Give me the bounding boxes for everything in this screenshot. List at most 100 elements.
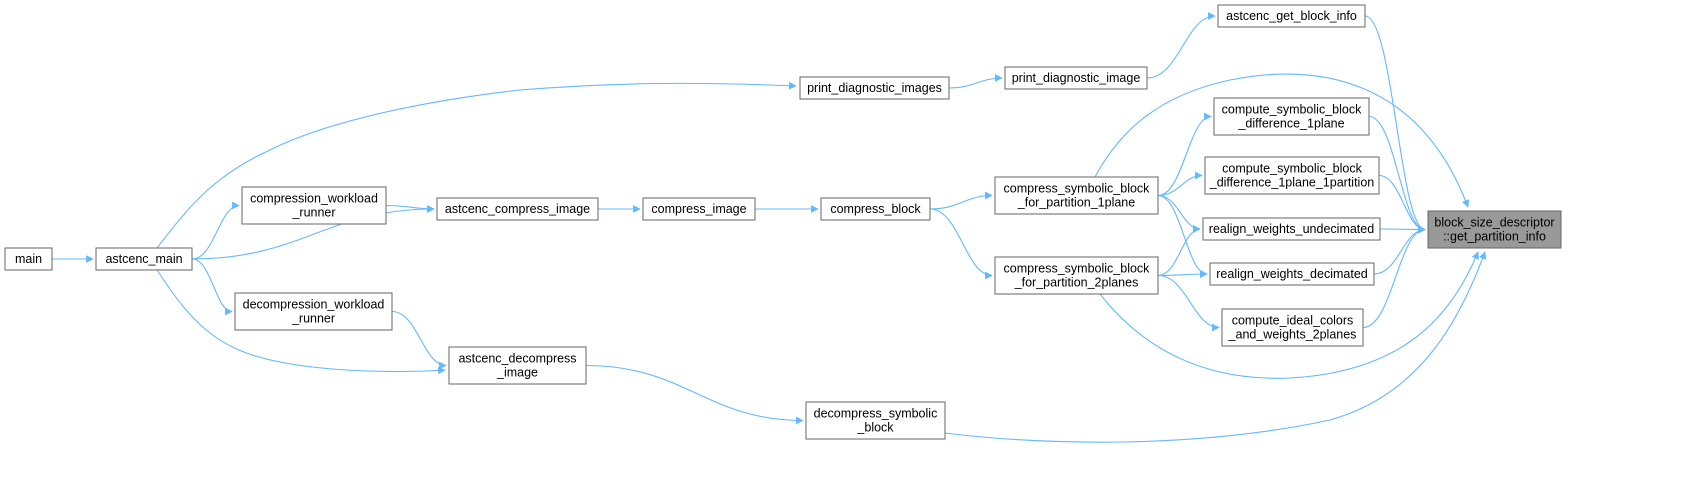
- edge-path: [1368, 115, 1426, 234]
- edge-path: [1378, 174, 1426, 234]
- node-label: _block: [856, 421, 894, 435]
- edge-compress_block-to-compress_symbolic_block_for_partition_2planes: [929, 208, 993, 280]
- node-compression_workload_runner[interactable]: compression_workload_runner: [241, 186, 387, 225]
- edge-path: [585, 364, 804, 425]
- edge-path: [391, 310, 447, 370]
- edge-path: [191, 201, 240, 260]
- edge-compute_symbolic_block_difference_1plane-to-get_partition_info: [1368, 115, 1426, 234]
- node-box[interactable]: [241, 186, 387, 225]
- edge-path: [948, 74, 1003, 89]
- node-decompress_symbolic_block[interactable]: decompress_symbolic_block: [805, 401, 946, 440]
- node-label: _for_partition_2planes: [1014, 276, 1139, 290]
- node-label: astcenc_decompress: [458, 352, 576, 366]
- node-box[interactable]: [642, 197, 756, 221]
- edge-path: [191, 258, 233, 316]
- node-label: decompression_workload: [243, 298, 385, 312]
- node-realign_weights_undecimated[interactable]: realign_weights_undecimated: [1202, 217, 1381, 241]
- edge-path: [1157, 274, 1220, 332]
- node-astcenc_get_block_info[interactable]: astcenc_get_block_info: [1217, 4, 1366, 28]
- edge-path: [1364, 15, 1426, 234]
- edge-astcenc_main-to-astcenc_compress_image: [191, 205, 435, 260]
- node-label: compute_symbolic_block: [1222, 103, 1362, 117]
- edge-compress_symbolic_block_for_partition_2planes-to-compute_ideal_colors_and_weights_2planes: [1157, 274, 1220, 332]
- node-box[interactable]: [820, 197, 931, 221]
- node-box[interactable]: [1221, 308, 1364, 347]
- node-box[interactable]: [234, 292, 393, 331]
- edge-decompress_symbolic_block-to-get_partition_info: [944, 251, 1487, 443]
- node-label: print_diagnostic_images: [807, 81, 942, 95]
- node-label: main: [15, 252, 42, 266]
- node-print_diagnostic_images[interactable]: print_diagnostic_images: [799, 76, 950, 100]
- node-astcenc_main[interactable]: astcenc_main: [95, 247, 193, 271]
- edge-print_diagnostic_image-to-astcenc_get_block_info: [1146, 12, 1216, 79]
- node-compute_ideal_colors_and_weights_2planes[interactable]: compute_ideal_colors_and_weights_2planes: [1221, 308, 1364, 347]
- node-main[interactable]: main: [4, 247, 53, 271]
- node-astcenc_decompress_image[interactable]: astcenc_decompress_image: [448, 346, 587, 385]
- node-label: _runner: [291, 312, 335, 326]
- node-label: _difference_1plane_1partition: [1209, 176, 1375, 190]
- node-compress_image[interactable]: compress_image: [642, 197, 756, 221]
- edge-compress_symbolic_block_for_partition_1plane-to-realign_weights_decimated: [1157, 194, 1208, 278]
- edge-path: [944, 251, 1487, 443]
- node-box[interactable]: [799, 76, 950, 100]
- node-label: compress_block: [830, 202, 921, 216]
- node-box[interactable]: [1427, 210, 1562, 249]
- edge-path: [1379, 225, 1426, 234]
- node-label: astcenc_main: [105, 252, 182, 266]
- node-box[interactable]: [1204, 156, 1380, 195]
- edge-path: [156, 81, 797, 249]
- node-box[interactable]: [4, 247, 53, 271]
- edge-astcenc_decompress_image-to-decompress_symbolic_block: [585, 364, 804, 425]
- node-compress_symbolic_block_for_partition_2planes[interactable]: compress_symbolic_block_for_partition_2p…: [994, 256, 1159, 295]
- edge-path: [1157, 112, 1212, 197]
- node-label: _for_partition_1plane: [1017, 196, 1135, 210]
- node-compress_block[interactable]: compress_block: [820, 197, 931, 221]
- node-label: decompress_symbolic: [814, 407, 938, 421]
- node-get_partition_info[interactable]: block_size_descriptor::get_partition_inf…: [1427, 210, 1562, 249]
- node-box[interactable]: [95, 247, 193, 271]
- node-label: realign_weights_decimated: [1216, 267, 1368, 281]
- edge-path: [1157, 171, 1203, 197]
- edge-compress_block-to-compress_symbolic_block_for_partition_1plane: [929, 191, 993, 210]
- edge-path: [156, 269, 446, 375]
- edge-compress_symbolic_block_for_partition_1plane-to-get_partition_info: [1094, 73, 1470, 208]
- node-astcenc_compress_image[interactable]: astcenc_compress_image: [436, 197, 599, 221]
- edge-path: [1157, 270, 1208, 278]
- node-compute_symbolic_block_difference_1plane[interactable]: compute_symbolic_block_difference_1plane: [1213, 97, 1370, 136]
- node-box[interactable]: [436, 197, 599, 221]
- edge-astcenc_get_block_info-to-get_partition_info: [1364, 15, 1426, 234]
- node-box[interactable]: [1209, 262, 1375, 286]
- edge-path: [1099, 251, 1479, 379]
- node-label: _difference_1plane: [1237, 117, 1344, 131]
- edge-decompression_workload_runner-to-astcenc_decompress_image: [391, 310, 447, 370]
- node-print_diagnostic_image[interactable]: print_diagnostic_image: [1004, 66, 1148, 90]
- edge-compress_symbolic_block_for_partition_1plane-to-compute_symbolic_block_difference_1plane_1partition: [1157, 171, 1203, 197]
- edge-path: [1094, 73, 1470, 208]
- node-box[interactable]: [1004, 66, 1148, 90]
- node-box[interactable]: [994, 256, 1159, 295]
- node-box[interactable]: [1213, 97, 1370, 136]
- edge-compute_ideal_colors_and_weights_2planes-to-get_partition_info: [1362, 225, 1426, 329]
- node-compute_symbolic_block_difference_1plane_1partition[interactable]: compute_symbolic_block_difference_1plane…: [1204, 156, 1380, 195]
- edge-astcenc_main-to-astcenc_decompress_image: [156, 269, 446, 375]
- node-realign_weights_decimated[interactable]: realign_weights_decimated: [1209, 262, 1375, 286]
- edge-path: [191, 205, 435, 260]
- node-box[interactable]: [1217, 4, 1366, 28]
- node-box[interactable]: [1202, 217, 1381, 241]
- edge-path: [1146, 12, 1216, 79]
- node-decompression_workload_runner[interactable]: decompression_workload_runner: [234, 292, 393, 331]
- node-box[interactable]: [448, 346, 587, 385]
- edge-path: [385, 204, 435, 213]
- node-compress_symbolic_block_for_partition_1plane[interactable]: compress_symbolic_block_for_partition_1p…: [994, 176, 1159, 215]
- edge-compress_symbolic_block_for_partition_2planes-to-get_partition_info: [1099, 251, 1479, 379]
- edge-compress_symbolic_block_for_partition_2planes-to-realign_weights_undecimated: [1157, 225, 1201, 277]
- node-label: astcenc_get_block_info: [1226, 9, 1357, 23]
- node-label: _image: [496, 366, 538, 380]
- node-label: realign_weights_undecimated: [1209, 222, 1374, 236]
- node-label: print_diagnostic_image: [1012, 71, 1141, 85]
- node-box[interactable]: [805, 401, 946, 440]
- node-box[interactable]: [994, 176, 1159, 215]
- edge-path: [1157, 194, 1201, 233]
- node-label: ::get_partition_info: [1443, 230, 1546, 244]
